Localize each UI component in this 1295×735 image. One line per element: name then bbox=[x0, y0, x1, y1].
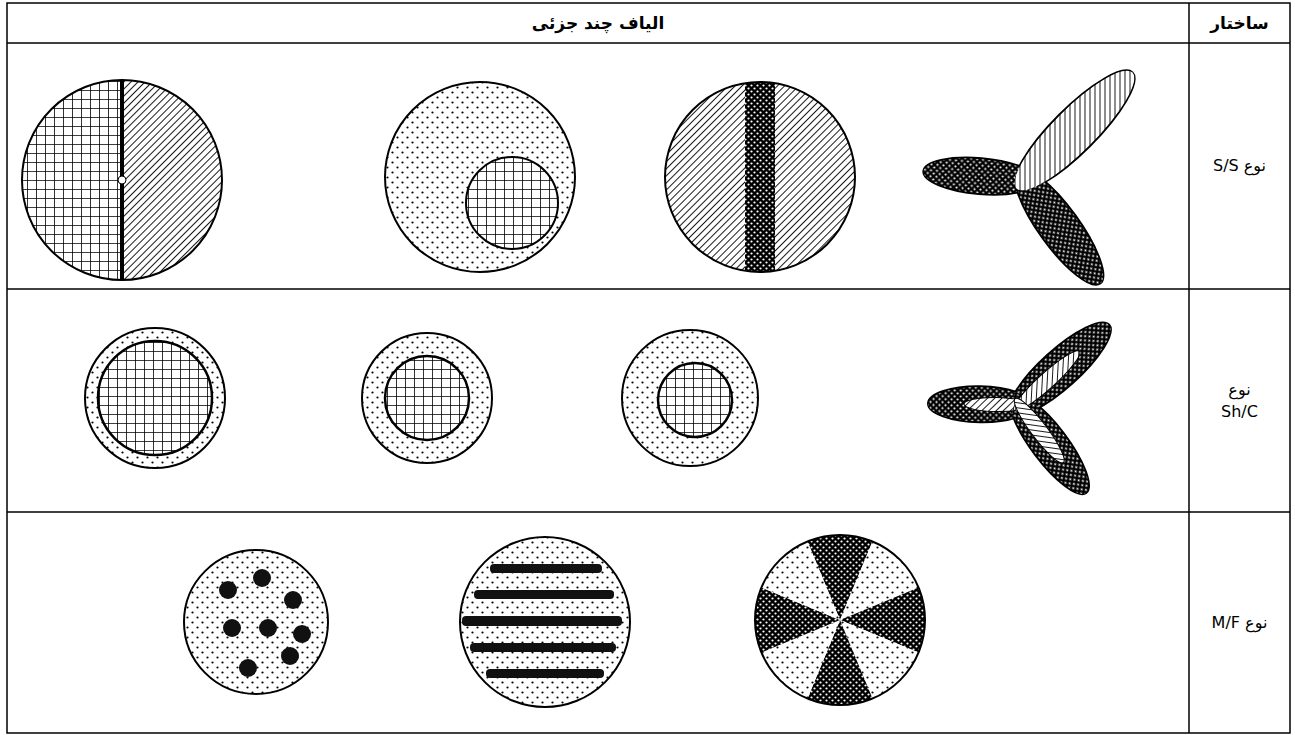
fiber-sheath-core bbox=[362, 333, 492, 463]
fiber-half-half-part bbox=[22, 80, 222, 280]
fiber-layered-strips-part bbox=[470, 643, 616, 652]
fiber-thin-sheath bbox=[85, 328, 225, 468]
table-cell: نوع Sh/C bbox=[1189, 289, 1290, 512]
fiber-trilobal-side-part bbox=[1002, 58, 1148, 204]
table-grid-part bbox=[7, 3, 1290, 733]
fiber-half-half-part bbox=[118, 176, 126, 184]
fiber-half-half bbox=[22, 80, 222, 280]
fiber-half-half-part bbox=[22, 80, 122, 280]
fiber-layered-strips-part bbox=[474, 590, 614, 599]
fiber-islands-in-sea bbox=[184, 550, 328, 694]
fiber-segmented-pie bbox=[755, 535, 925, 705]
fiber-segmented-pie-part bbox=[762, 542, 841, 621]
fiber-eccentric-side-part bbox=[385, 82, 575, 272]
fiber-islands-in-sea-part bbox=[219, 581, 237, 599]
fiber-islands-in-sea-part bbox=[223, 619, 241, 637]
fiber-thick-sheath bbox=[622, 330, 758, 466]
fiber-trilobal-sheath-core-part-part bbox=[1009, 394, 1070, 468]
table-header: ساختار bbox=[1210, 12, 1268, 35]
fiber-trilobal-sheath-core-part bbox=[964, 346, 1085, 468]
fiber-layered-strips-part bbox=[462, 616, 622, 626]
fiber-layered-strips-part bbox=[490, 564, 602, 573]
fiber-islands-in-sea-part bbox=[293, 625, 311, 643]
table-cell: نوع S/S bbox=[1189, 43, 1290, 289]
fiber-layered-strips-part bbox=[486, 669, 604, 678]
fiber-thin-sheath-part bbox=[98, 341, 212, 455]
fiber-islands-in-sea-part bbox=[253, 569, 271, 587]
fiber-central-band-part bbox=[745, 80, 775, 280]
fiber-sheath-core-part bbox=[362, 333, 492, 463]
row-label: نوع Sh/C bbox=[1212, 379, 1267, 422]
table-grid bbox=[7, 3, 1290, 733]
table-grid-part bbox=[1188, 3, 1190, 733]
fiber-central-band bbox=[665, 80, 855, 280]
fiber-islands-in-sea-part bbox=[259, 619, 277, 637]
fiber-half-half-part bbox=[122, 80, 222, 280]
fiber-trilobal-sheath-core bbox=[928, 311, 1122, 504]
table-grid-part bbox=[7, 42, 1290, 44]
fiber-eccentric-side-part bbox=[466, 157, 558, 249]
row-label: نوع M/F bbox=[1212, 612, 1268, 634]
table-grid-part bbox=[7, 288, 1290, 290]
fiber-sheath-core-part bbox=[385, 356, 469, 440]
fiber-layered-strips bbox=[460, 537, 630, 707]
fiber-trilobal-side-part bbox=[922, 57, 1148, 295]
fiber-islands-in-sea-part bbox=[284, 591, 302, 609]
table-header: الیاف چند جزئی bbox=[532, 12, 665, 35]
table-cell: الیاف چند جزئی bbox=[7, 3, 1189, 43]
fiber-trilobal-sheath-core-part bbox=[928, 311, 1122, 504]
table-grid-part bbox=[7, 511, 1290, 513]
fiber-thick-sheath-part bbox=[622, 330, 758, 466]
fiber-layered-strips-part bbox=[460, 537, 630, 707]
table-cell: ساختار bbox=[1189, 3, 1290, 43]
fiber-islands-in-sea-part bbox=[281, 647, 299, 665]
fiber-eccentric-side bbox=[385, 82, 575, 272]
fiber-central-band-part bbox=[665, 82, 855, 272]
fiber-thick-sheath-part bbox=[658, 363, 732, 437]
fiber-thin-sheath-part bbox=[85, 328, 225, 468]
fiber-trilobal-side-part-part bbox=[1001, 57, 1148, 204]
row-label: نوع S/S bbox=[1213, 155, 1266, 177]
fiber-segmented-pie-part bbox=[755, 535, 925, 705]
fiber-trilobal-sheath-core-part bbox=[999, 385, 1100, 503]
fiber-trilobal-side bbox=[922, 57, 1148, 295]
fiber-islands-in-sea-part bbox=[184, 550, 328, 694]
fiber-islands-in-sea-part bbox=[239, 659, 257, 677]
table-cell: نوع M/F bbox=[1189, 512, 1290, 733]
